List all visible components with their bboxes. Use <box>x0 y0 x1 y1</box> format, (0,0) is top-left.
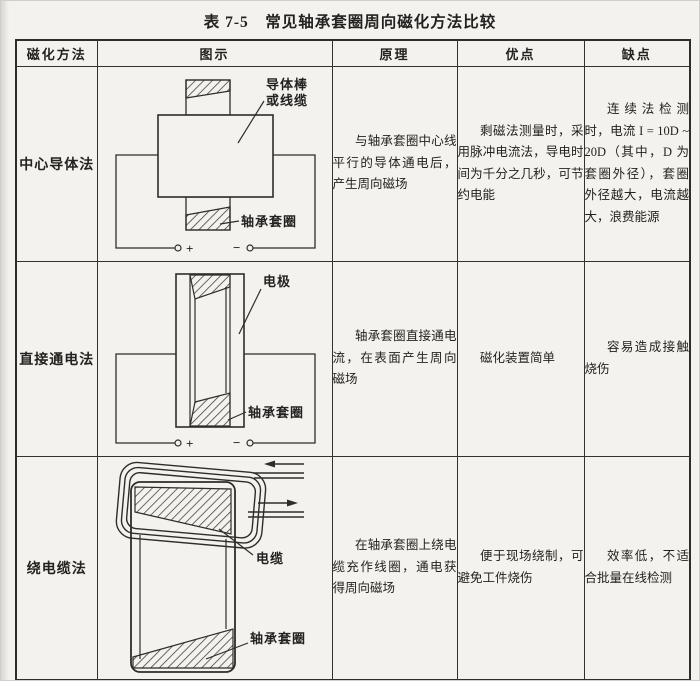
page-title: 表 7-5 常见轴承套圈周向磁化方法比较 <box>203 14 497 31</box>
header-method: 磁化方法 <box>15 39 98 67</box>
circuit-wires <box>114 153 316 249</box>
leader-line <box>237 288 262 334</box>
table-row: 直接通电法 <box>15 260 691 457</box>
bearing-ring-section <box>188 273 231 427</box>
method-name-cable-winding: 绕电缆法 <box>15 455 98 680</box>
diagram-cell: + − 电极 轴承套圈 <box>96 260 333 457</box>
terminal-minus-icon <box>245 243 254 252</box>
header-row: 磁化方法 图示 原理 优点 缺点 <box>15 39 691 67</box>
diagram-cell: 电缆 轴承套圈 <box>96 455 333 680</box>
cable-winding-diagram: 电缆 轴承套圈 <box>115 460 306 673</box>
central-conductor-diagram: + − 导体棒 或线缆 轴承套圈 <box>114 77 316 256</box>
direct-current-diagram: + − 电极 轴承套圈 <box>114 272 316 451</box>
comparison-table: 磁化方法 图示 原理 优点 缺点 中心导体法 <box>15 39 691 680</box>
principle-text: 在轴承套圈上绕电缆充作线圈，通电获得周向磁场 <box>332 538 457 596</box>
leader-line <box>205 641 248 660</box>
disadvantage-text: 效率低，不适合批量在线检测 <box>584 549 690 585</box>
ring-label: 轴承套圈 <box>248 405 304 420</box>
conductor-label-line2: 或线缆 <box>266 93 308 108</box>
circuit-wires <box>114 352 316 444</box>
plus-sign: + <box>186 241 193 256</box>
electrode-label: 电极 <box>263 274 291 289</box>
disadvantage-text: 容易造成接触烧伤 <box>584 340 690 376</box>
header-advantage: 优点 <box>456 39 585 67</box>
principle-text: 轴承套圈直接通电流，在表面产生周向磁场 <box>332 329 457 387</box>
minus-sign: − <box>233 435 240 450</box>
ring-label: 轴承套圈 <box>241 214 297 229</box>
cable-leads <box>247 471 304 518</box>
leader-line <box>236 100 265 143</box>
leader-line <box>227 410 246 421</box>
terminal-plus-icon <box>173 438 182 447</box>
principle-text: 与轴承套圈中心线平行的导体通电后，产生周向磁场 <box>332 134 457 192</box>
plus-sign: + <box>186 436 193 451</box>
advantage-text: 磁化装置简单 <box>480 350 556 365</box>
ring-inner-walls <box>138 534 227 659</box>
disadvantage-text: 连续法检测时，电流 I = 10D ~ 20D（其中，D 为套圈外径），套圈外径… <box>584 102 690 224</box>
header-disadvantage: 缺点 <box>583 39 691 67</box>
leader-line <box>218 528 253 555</box>
current-direction-arrows <box>257 460 304 506</box>
advantage-text: 剩磁法测量时，采用脉冲电流法，导电时间为千分之几秒，可节约电能 <box>457 123 584 203</box>
method-name-central-conductor: 中心导体法 <box>15 65 98 262</box>
table-row: 绕电缆法 <box>15 455 691 680</box>
diagram-cell: + − 导体棒 或线缆 轴承套圈 <box>96 65 333 262</box>
ring-label: 轴承套圈 <box>250 631 306 646</box>
cable-coil <box>115 461 266 549</box>
leader-line <box>219 219 239 225</box>
terminal-plus-icon <box>173 243 182 252</box>
conductor-label-line1: 导体棒 <box>266 77 308 92</box>
header-diagram: 图示 <box>96 39 333 67</box>
conductor-bar <box>156 113 274 198</box>
advantage-text: 便于现场绕制，可避免工件烧伤 <box>457 549 584 585</box>
cable-label: 电缆 <box>256 551 284 566</box>
method-name-direct-current: 直接通电法 <box>15 260 98 457</box>
ring-top-race <box>133 485 232 535</box>
header-principle: 原理 <box>331 39 458 67</box>
terminal-minus-icon <box>245 438 254 447</box>
minus-sign: − <box>233 240 240 255</box>
table-row: 中心导体法 <box>15 65 691 262</box>
bearing-ring-section <box>184 78 231 231</box>
